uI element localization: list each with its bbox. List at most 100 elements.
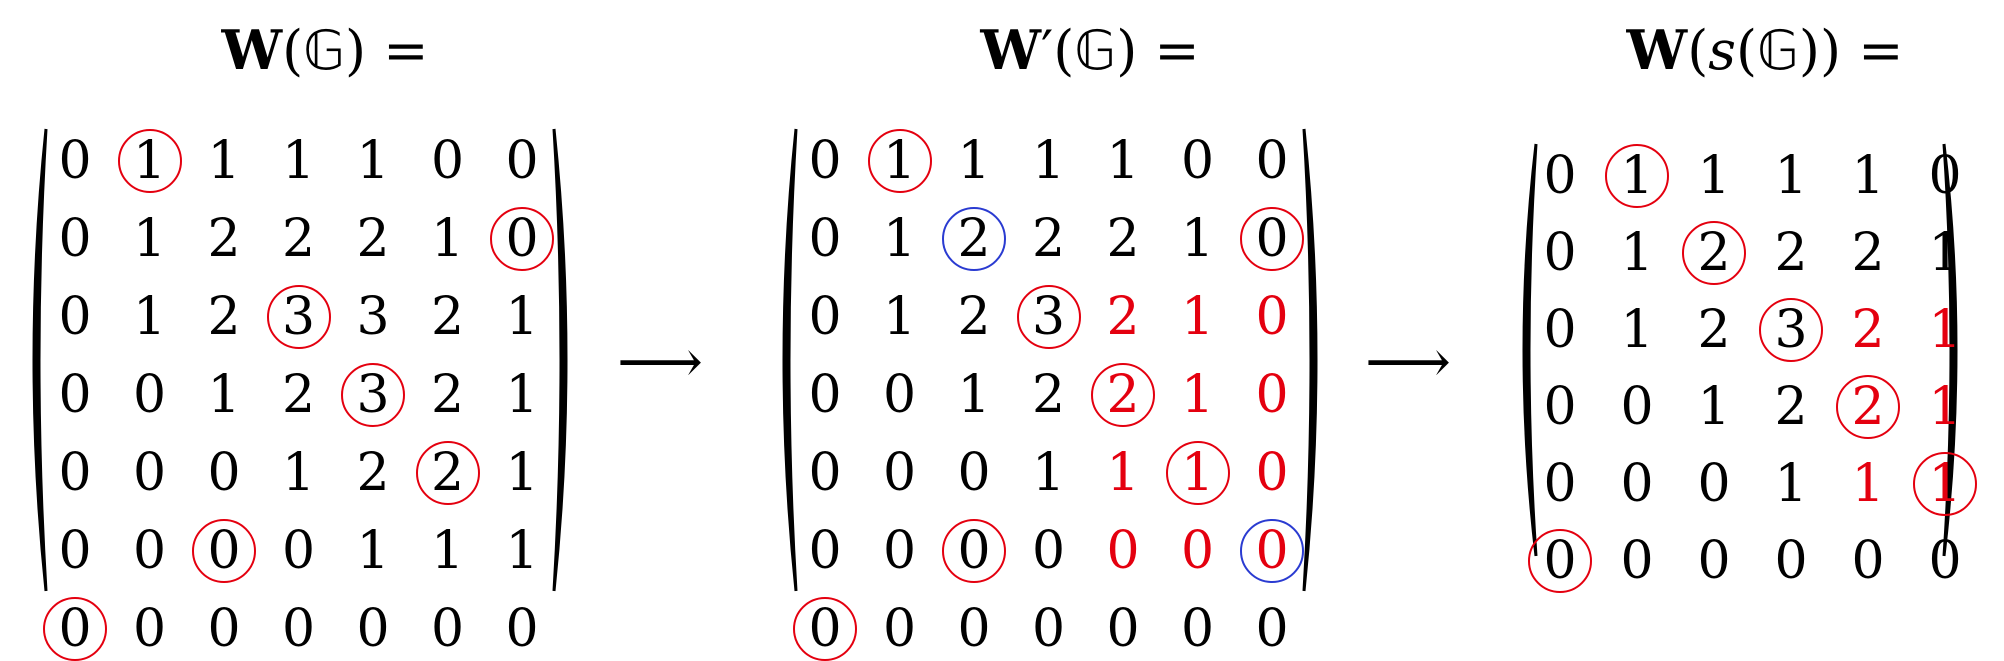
matrix-cell: 1 <box>356 131 390 191</box>
matrix-cell: 1 <box>867 129 932 193</box>
matrix-cell: 2 <box>957 287 991 347</box>
right-paren <box>1302 128 1318 592</box>
matrix-cell: 2 <box>1774 223 1808 283</box>
matrix-cell: 2 <box>356 209 390 269</box>
matrix-cell: 1 <box>1928 300 1962 360</box>
matrix-cell: 0 <box>808 131 842 191</box>
matrix-cell: 2 <box>1106 209 1140 269</box>
matrix-cell: 1 <box>505 521 539 581</box>
matrix-cell: 0 <box>1255 131 1289 191</box>
matrix-cell: 2 <box>281 209 316 269</box>
matrix-cell: 3 <box>266 285 331 349</box>
matrix-cell: 0 <box>1106 599 1140 659</box>
matrix-cell: 1 <box>1031 443 1066 503</box>
matrix-cell: 0 <box>1543 454 1577 514</box>
right-paren <box>552 128 568 592</box>
matrix-cell: 0 <box>882 365 917 425</box>
matrix-cell: 0 <box>1255 599 1289 659</box>
matrix-cell: 0 <box>1851 531 1885 591</box>
matrix-cell: 2 <box>281 365 316 425</box>
matrix-cell: 2 <box>942 207 1006 271</box>
matrix-cell: 1 <box>1180 287 1215 347</box>
matrix-cell: 0 <box>808 287 842 347</box>
matrix-cell: 0 <box>1543 146 1577 206</box>
matrix-cell: 1 <box>1620 223 1654 283</box>
matrix-cell: 0 <box>1180 521 1215 581</box>
matrix-cell: 3 <box>341 363 405 427</box>
matrix-cell: 1 <box>957 365 991 425</box>
matrix-cell: 0 <box>793 597 857 661</box>
matrix-cell: 0 <box>132 443 167 503</box>
matrix-cell: 1 <box>1605 144 1669 208</box>
matrix-cell: 0 <box>192 519 256 583</box>
matrix-cell: 1 <box>117 129 182 193</box>
matrix-cell: 1 <box>1913 452 1977 516</box>
matrix-cell: 2 <box>415 441 480 505</box>
matrix-cell: 1 <box>1031 131 1066 191</box>
matrix-cell: 0 <box>505 599 539 659</box>
matrix-cell: 2 <box>1682 221 1746 285</box>
matrix-cell: 0 <box>1255 287 1289 347</box>
matrix-cell: 2 <box>1851 223 1885 283</box>
matrix-cell: 0 <box>1543 300 1577 360</box>
matrix-cell: 1 <box>1165 441 1230 505</box>
matrix-cell: 1 <box>1180 365 1215 425</box>
matrix-cell: 0 <box>505 131 539 191</box>
matrix-cell: 0 <box>1774 531 1808 591</box>
matrix-cell: 0 <box>808 443 842 503</box>
matrix-cell: 0 <box>942 519 1006 583</box>
matrix-cell: 0 <box>430 131 465 191</box>
matrix-cell: 0 <box>58 209 92 269</box>
matrix-cell: 0 <box>882 599 917 659</box>
matrix-cell: 0 <box>58 131 92 191</box>
title-w-prime-g: W′(𝔾) = <box>980 18 1200 82</box>
left-paren <box>32 128 48 592</box>
matrix-cell: 3 <box>1016 285 1081 349</box>
matrix-cell: 0 <box>882 521 917 581</box>
matrix-cell: 0 <box>43 597 107 661</box>
matrix-cell: 0 <box>882 443 917 503</box>
matrix-cell: 1 <box>132 287 167 347</box>
matrix-cell: 0 <box>1240 519 1304 583</box>
matrix-cell: 0 <box>430 599 465 659</box>
matrix-cell: 0 <box>1928 146 1962 206</box>
matrix-cell: 0 <box>132 599 167 659</box>
matrix-cell: 1 <box>505 443 539 503</box>
matrix-cell: 1 <box>1928 377 1962 437</box>
matrix-cell: 0 <box>207 443 241 503</box>
matrix-cell: 0 <box>490 207 554 271</box>
matrix-cell: 0 <box>1528 529 1592 593</box>
matrix-cell: 0 <box>58 521 92 581</box>
matrix-cell: 0 <box>58 287 92 347</box>
matrix-cell: 0 <box>808 365 842 425</box>
matrix-cell: 0 <box>1928 531 1962 591</box>
matrix-cell: 0 <box>1031 599 1066 659</box>
matrix-cell: 0 <box>1620 377 1654 437</box>
matrix-cell: 2 <box>207 209 241 269</box>
matrix-cell: 0 <box>281 599 316 659</box>
matrix-cell: 1 <box>1180 209 1215 269</box>
matrix-cell: 0 <box>207 599 241 659</box>
matrix-cell: 0 <box>1543 223 1577 283</box>
matrix-cell: 0 <box>957 599 991 659</box>
matrix-cell: 0 <box>808 209 842 269</box>
matrix-cell: 0 <box>132 365 167 425</box>
matrix-cell: 0 <box>1620 454 1654 514</box>
matrix-cell: 1 <box>505 287 539 347</box>
matrix-cell: 0 <box>1031 521 1066 581</box>
matrix-cell: 0 <box>957 443 991 503</box>
matrix-cell: 2 <box>1836 375 1900 439</box>
matrix-cell: 2 <box>1774 377 1808 437</box>
matrix-cell: 2 <box>1697 300 1731 360</box>
matrix-cell: 3 <box>356 287 390 347</box>
title-w-s-g: W(s(𝔾)) = <box>1626 18 1904 82</box>
matrix-cell: 2 <box>1091 363 1155 427</box>
matrix-cell: 1 <box>1928 223 1962 283</box>
matrix-cell: 2 <box>1031 365 1066 425</box>
matrix-cell: 0 <box>1180 599 1215 659</box>
matrix-cell: 2 <box>1031 209 1066 269</box>
matrix-cell: 1 <box>1106 443 1140 503</box>
matrix-cell: 2 <box>207 287 241 347</box>
